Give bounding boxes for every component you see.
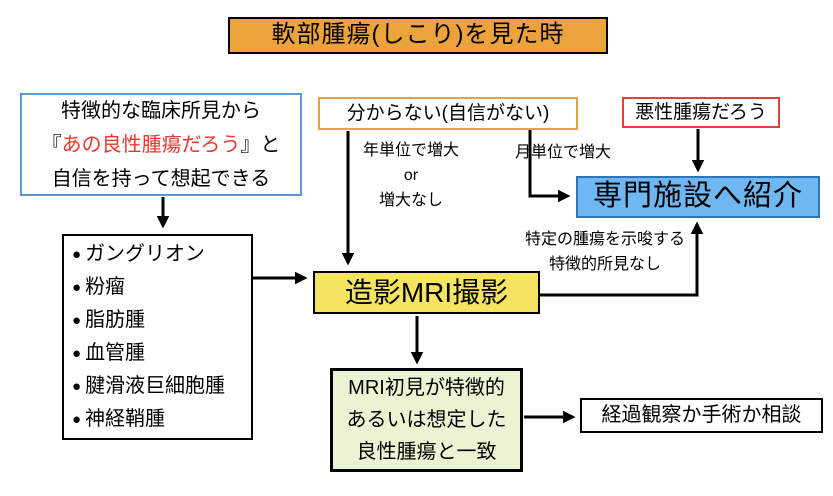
bullet-icon: ●	[72, 378, 82, 395]
node-mri-match: MRI初見が特徴的 あるいは想定した 良性腫瘍と一致	[330, 368, 523, 472]
tumor-list-item: ● 血管腫	[72, 337, 145, 370]
clinical-line-2: 『あの良性腫瘍だろう』と	[42, 128, 281, 162]
bullet-icon: ●	[72, 345, 82, 362]
followup-text: 経過観察か手術か相談	[601, 404, 802, 426]
tumor-list-item-label: 腱滑液巨細胞腫	[85, 375, 226, 397]
nofind-line-2: 特徴的所見なし	[548, 256, 661, 273]
referral-text: 専門施設へ紹介	[592, 180, 803, 213]
yearly-line-2: or	[403, 167, 419, 184]
match-line-3: 良性腫瘍と一致	[356, 441, 497, 463]
edge-label-yearly-growth: 年単位で増大 or 増大なし	[355, 138, 467, 213]
node-unsure: 分からない(自信がない)	[318, 97, 578, 130]
mri-text: 造影MRI撮影	[344, 276, 509, 308]
nofind-line-1: 特定の腫瘍を示唆する	[524, 231, 685, 248]
tumor-list-item-label: 粉瘤	[85, 276, 126, 298]
page-title-text: 軟部腫瘍(しこり)を見た時	[271, 21, 565, 49]
clinical-line-1: 特徴的な臨床所見から	[61, 99, 261, 122]
page-title: 軟部腫瘍(しこり)を見た時	[228, 17, 608, 54]
tumor-list-item-label: 血管腫	[85, 342, 146, 364]
tumor-list-item: ● 神経鞘腫	[72, 403, 165, 436]
bracket-close: 』と	[240, 133, 281, 156]
tumor-list-item: ● 腱滑液巨細胞腫	[72, 370, 225, 403]
unsure-text: 分からない(自信がない)	[346, 102, 550, 124]
match-line-1: MRI初見が特徴的	[348, 377, 505, 399]
malignant-text: 悪性腫瘍だろう	[635, 101, 767, 123]
node-clinical-findings: 特徴的な臨床所見から 『あの良性腫瘍だろう』と 自信を持って想起できる	[20, 93, 302, 196]
bullet-icon: ●	[72, 411, 82, 428]
node-malignant: 悪性腫瘍だろう	[622, 97, 780, 128]
bullet-icon: ●	[72, 279, 82, 296]
arrow-monthly-to-referral	[528, 130, 571, 203]
tumor-list-item: ● 脂肪腫	[72, 304, 145, 337]
arrow-mri-to-referral	[540, 221, 704, 297]
monthly-text: 月単位で増大	[515, 144, 612, 161]
tumor-list-item: ● 粉瘤	[72, 271, 125, 304]
yearly-line-3: 増大なし	[378, 192, 443, 209]
node-followup: 経過観察か手術か相談	[580, 398, 823, 433]
edge-label-no-findings: 特定の腫瘍を示唆する 特徴的所見なし	[505, 227, 705, 277]
tumor-list-item-label: ガングリオン	[85, 243, 206, 265]
node-benign-tumor-list: ● ガングリオン ● 粉瘤 ● 脂肪腫 ● 血管腫 ● 腱滑液巨細胞腫 ● 神経…	[62, 234, 253, 440]
edge-label-monthly-growth: 月単位で増大	[515, 140, 625, 165]
bullet-icon: ●	[72, 312, 82, 329]
bullet-icon: ●	[72, 246, 82, 263]
tumor-list-item-label: 脂肪腫	[85, 309, 146, 331]
yearly-line-1: 年単位で増大	[362, 142, 459, 159]
bracket-open: 『	[41, 133, 62, 156]
tumor-list-item: ● ガングリオン	[72, 238, 205, 271]
tumor-list-item-label: 神経鞘腫	[85, 408, 166, 430]
match-line-2: あるいは想定した	[346, 409, 507, 431]
node-referral: 専門施設へ紹介	[576, 176, 820, 218]
clinical-highlight: あの良性腫瘍だろう	[61, 133, 241, 156]
node-contrast-mri: 造影MRI撮影	[313, 271, 540, 314]
clinical-line-3: 自信を持って想起できる	[51, 167, 271, 190]
